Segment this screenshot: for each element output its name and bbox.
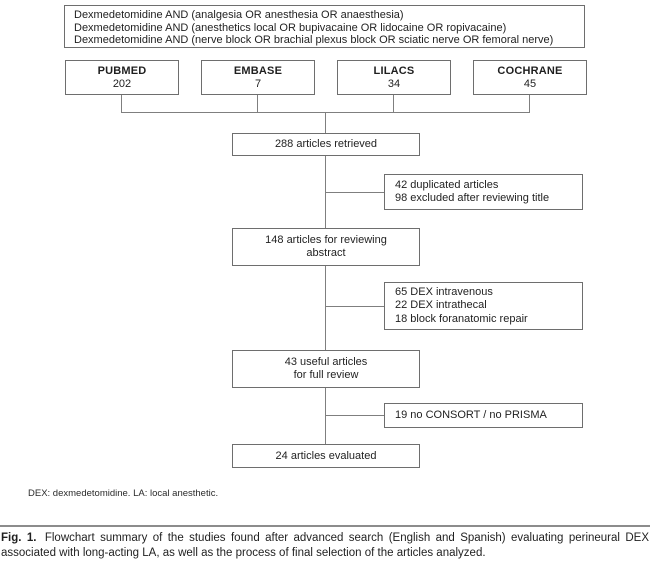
connector-stub-pubmed	[121, 95, 122, 112]
flow-box-label-line-1: 148 articles for reviewing	[265, 234, 387, 246]
connector-stub-embase	[257, 95, 258, 112]
exclusion-line: 18 block foranatomic repair	[395, 312, 528, 325]
exclusion-box-duplicates: 42 duplicated articles 98 excluded after…	[384, 174, 583, 210]
connector-branch-abstract-exclusions	[326, 306, 384, 307]
exclusion-line: 22 DEX intrathecal	[395, 299, 487, 312]
figure-caption-text: Flowchart summary of the studies found a…	[1, 532, 649, 559]
figure-caption: Fig. 1. Flowchart summary of the studies…	[1, 531, 649, 560]
connector-branch-duplicates	[326, 192, 384, 193]
connector-stub-cochrane	[529, 95, 530, 112]
database-box-pubmed: PUBMED 202	[65, 60, 179, 95]
flow-box-reviewing-abstract: 148 articles for reviewing abstract	[232, 228, 420, 266]
database-box-lilacs: LILACS 34	[337, 60, 451, 95]
connector-stub-lilacs	[393, 95, 394, 112]
flow-box-full-review: 43 useful articles for full review	[232, 350, 420, 388]
database-box-cochrane: COCHRANE 45	[473, 60, 587, 95]
flow-box-articles-retrieved: 288 articles retrieved	[232, 133, 420, 156]
database-name: EMBASE	[233, 65, 283, 77]
exclusion-line: 98 excluded after reviewing title	[395, 192, 550, 204]
exclusion-box-abstract: 65 DEX intravenous 22 DEX intrathecal 18…	[384, 282, 583, 330]
figure-caption-label: Fig. 1.	[1, 532, 37, 544]
database-count: 7	[254, 78, 262, 90]
exclusion-line: 19 no CONSORT / no PRISMA	[395, 408, 547, 421]
database-name: COCHRANE	[497, 65, 563, 77]
search-query-line-3: Dexmedetomidine AND (nerve block OR brac…	[74, 34, 554, 47]
flow-box-label-line-2: for full review	[293, 369, 359, 381]
database-count: 202	[112, 78, 132, 90]
connector-branch-consort	[326, 415, 384, 416]
flow-box-label-line-2: abstract	[306, 247, 346, 259]
abbreviations-footnote: DEX: dexmedetomidine. LA: local anesthet…	[28, 488, 219, 499]
database-count: 45	[523, 78, 537, 90]
flow-box-label: 24 articles evaluated	[275, 449, 377, 462]
database-box-embase: EMBASE 7	[201, 60, 315, 95]
search-query-line-2: Dexmedetomidine AND (anesthetics local O…	[74, 21, 507, 34]
database-name: LILACS	[373, 65, 415, 77]
exclusion-line: 42 duplicated articles	[395, 178, 499, 191]
exclusion-line: 65 DEX intravenous	[395, 285, 493, 298]
caption-divider	[0, 525, 650, 527]
flow-box-label: 288 articles retrieved	[274, 138, 378, 150]
search-query-box: Dexmedetomidine AND (analgesia OR anesth…	[64, 5, 585, 48]
search-query-line-1: Dexmedetomidine AND (analgesia OR anesth…	[74, 9, 404, 21]
exclusion-box-consort-prisma: 19 no CONSORT / no PRISMA	[384, 403, 583, 428]
connector-main-vertical	[325, 112, 326, 444]
database-name: PUBMED	[97, 65, 147, 77]
flow-box-articles-evaluated: 24 articles evaluated	[232, 444, 420, 468]
database-count: 34	[387, 78, 401, 90]
flow-box-label-line-1: 43 useful articles	[284, 356, 368, 368]
